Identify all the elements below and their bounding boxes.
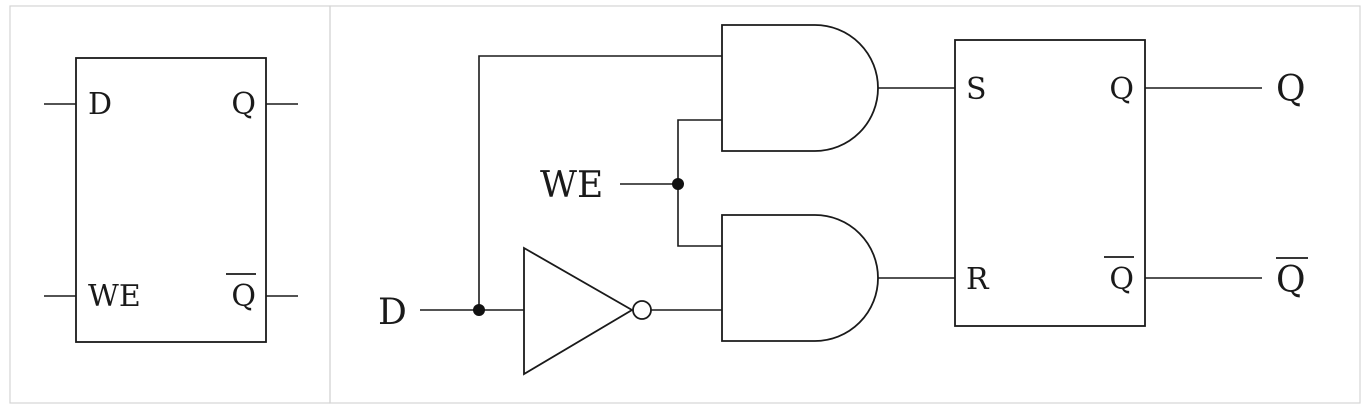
junction-d [473,304,485,316]
d-latch-block-symbol: D WE Q Q [44,57,298,343]
input-d-label: D [378,292,407,333]
output-q-label: Q [1276,69,1306,110]
panel-borders [9,5,1361,404]
output-qbar-label: Q [1276,260,1306,301]
d-latch-circuit: D WE S R Q Q [378,24,1308,376]
latch-q-label: Q [1109,72,1134,107]
not-gate [523,246,634,376]
block-pin-d-label: D [88,87,112,122]
junction-we [672,178,684,190]
latch-qbar-label: Q [1109,262,1134,297]
not-gate-bubble [632,300,652,320]
block-pin-qbar-label: Q [231,279,256,314]
latch-r-label: R [966,262,990,297]
wire-we-to-and-gates [677,119,722,247]
wire-d-to-top-and [478,55,722,310]
right-panel-border [329,5,1361,404]
and-gate-bottom [721,214,879,342]
block-pin-we-label: WE [88,279,141,314]
input-we-label: WE [540,165,603,206]
left-panel-border [9,5,331,404]
block-pin-q-label: Q [231,87,256,122]
and-gate-top [721,24,879,152]
sr-latch-box [954,39,1146,327]
latch-s-label: S [966,72,987,107]
block-body [75,57,267,343]
